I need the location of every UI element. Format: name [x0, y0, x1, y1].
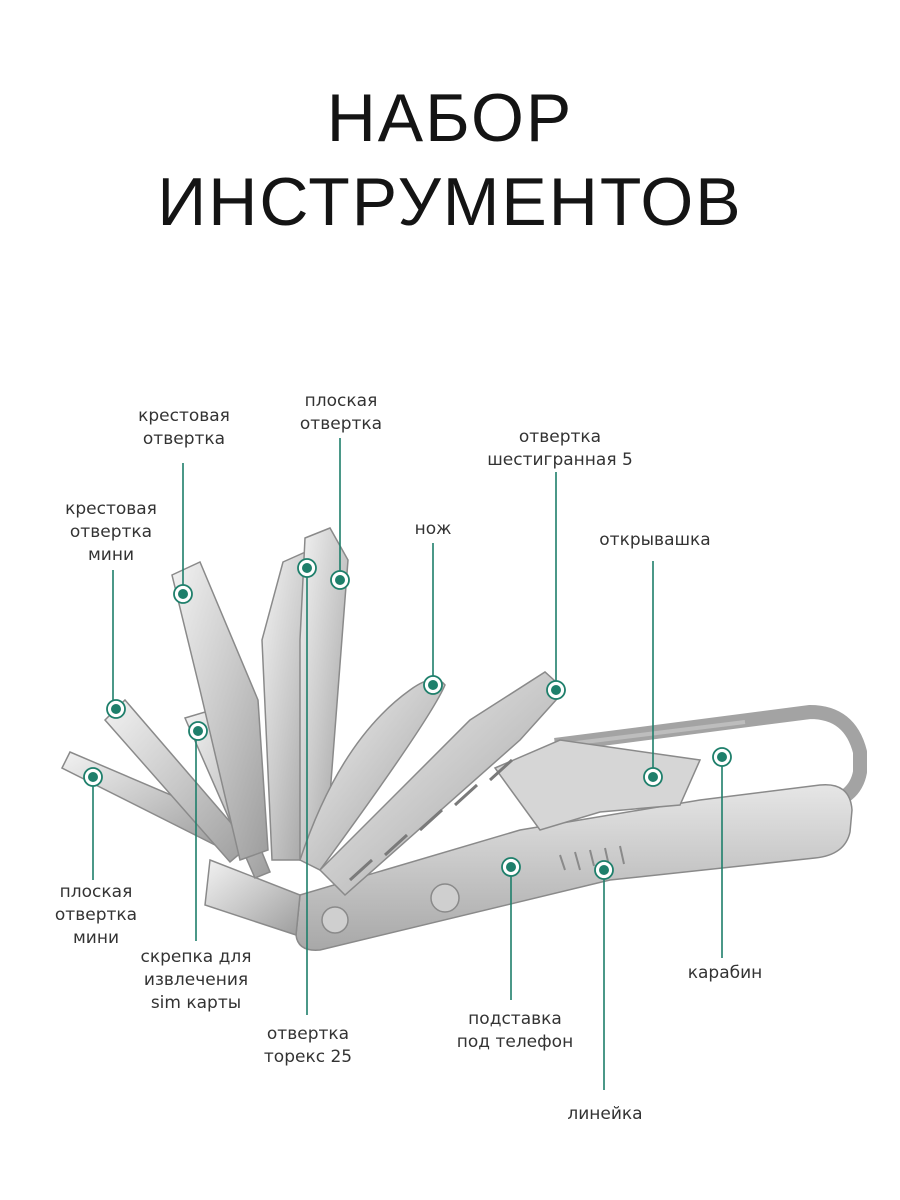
label-torx25: отвертка торекс 25	[263, 1024, 353, 1067]
marker-sim-pin	[188, 721, 208, 741]
marker-flat	[330, 570, 350, 590]
marker-torx25	[297, 558, 317, 578]
marker-phillips	[173, 584, 193, 604]
marker-phillips-mini	[106, 699, 126, 719]
title-line-2: ИНСТРУМЕНТОВ	[157, 164, 743, 240]
title-line-1: НАБОР	[326, 80, 574, 156]
label-flat-mini: плоская отвертка мини	[54, 882, 138, 948]
label-phillips: крестовая отвертка	[138, 406, 230, 449]
marker-phone-stand	[501, 857, 521, 877]
label-phone-stand: подставка под телефон	[456, 1009, 574, 1052]
label-phillips-mini: крестовая отвертка мини	[65, 499, 157, 565]
label-ruler: линейка	[567, 1104, 643, 1124]
label-carabiner: карабин	[687, 963, 763, 983]
marker-flat-mini	[83, 767, 103, 787]
label-hex5: отвертка шестигранная 5	[487, 427, 633, 470]
label-flat: плоская отвертка	[299, 391, 383, 434]
multitool-illustration	[60, 527, 867, 951]
markers	[83, 558, 732, 880]
label-knife: нож	[414, 519, 452, 539]
marker-carabiner	[712, 747, 732, 767]
marker-knife	[423, 675, 443, 695]
label-sim-pin: скрепка для извлечения sim карты	[140, 947, 252, 1013]
leader-lines	[92, 438, 723, 1090]
marker-ruler	[594, 860, 614, 880]
marker-hex5	[546, 680, 566, 700]
marker-opener	[643, 767, 663, 787]
label-opener: открывашка	[599, 530, 711, 550]
